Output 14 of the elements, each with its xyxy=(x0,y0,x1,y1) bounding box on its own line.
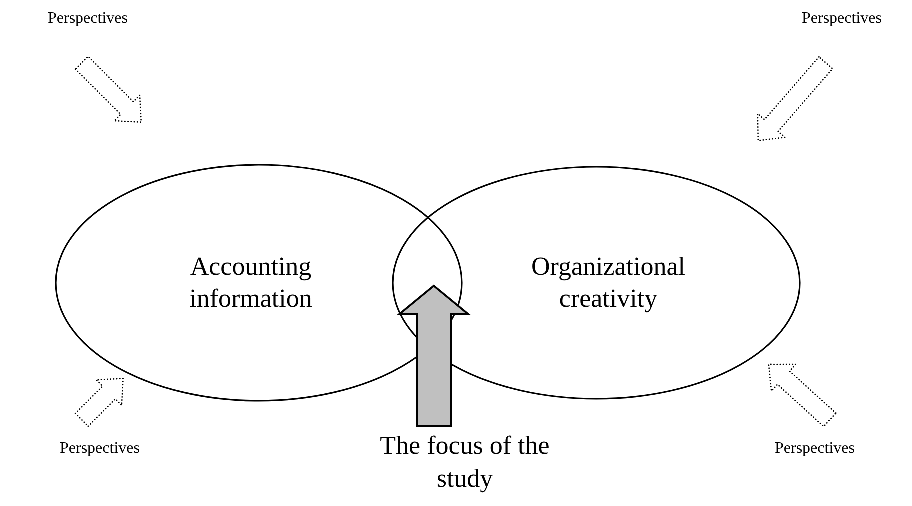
block-arrow xyxy=(74,378,124,428)
ellipse xyxy=(392,166,801,400)
perspective-label: Perspectives xyxy=(59,440,141,458)
perspective-label: Perspectives xyxy=(801,10,883,28)
ellipse-label: Accounting information xyxy=(188,250,314,315)
ellipse xyxy=(55,164,463,402)
perspective-label: Perspectives xyxy=(774,440,856,458)
perspective-label: Perspectives xyxy=(47,10,129,28)
focus-label: The focus of the study xyxy=(379,430,551,495)
ellipse-label: Organizational creativity xyxy=(530,250,687,315)
block-arrow xyxy=(397,284,471,427)
block-arrow xyxy=(74,56,142,124)
block-arrow xyxy=(768,364,838,428)
block-arrow xyxy=(757,56,834,142)
